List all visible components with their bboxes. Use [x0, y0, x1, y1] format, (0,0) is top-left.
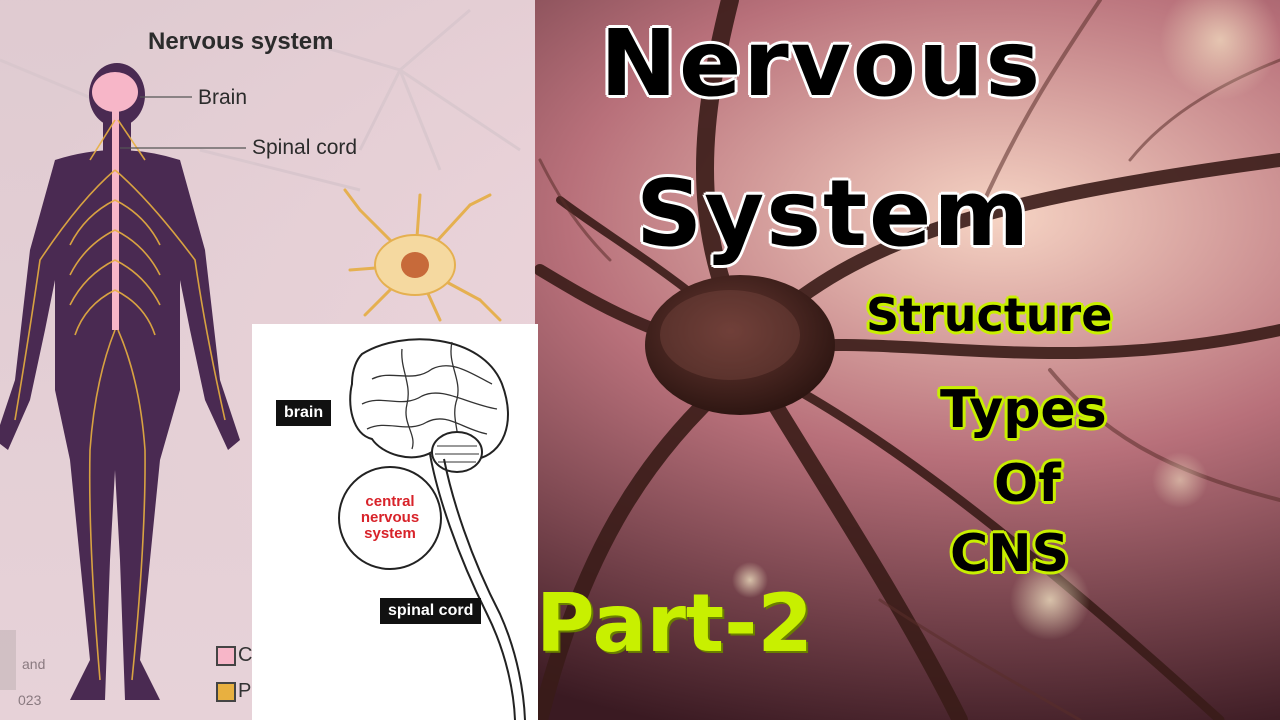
topic-types: Types: [940, 380, 1107, 440]
legend-pns-swatch: [216, 682, 236, 702]
cns-word-central: central: [365, 493, 415, 511]
title-nervous: Nervous: [600, 10, 1043, 117]
diagram-title: Nervous system: [148, 28, 334, 55]
legend-cns-swatch: [216, 646, 236, 666]
legend-cns-text: C: [238, 644, 253, 666]
neuron-illustration: [343, 188, 502, 322]
cns-circle-label: central nervous system: [338, 466, 442, 570]
watermark-text-1: and: [22, 656, 46, 672]
spinal-cord-tag: spinal cord: [380, 598, 482, 624]
cns-inset-card: brain central nervous system spinal cord: [252, 324, 538, 720]
brain-spinal-cord-sketch: [349, 338, 526, 720]
watermark-logo: [0, 630, 16, 690]
cns-word-nervous: nervous: [360, 509, 420, 527]
legend-pns-text: P: [238, 680, 252, 702]
cns-word-system: system: [364, 524, 416, 542]
topic-structure: Structure: [866, 288, 1113, 342]
topic-cns: CNS: [950, 524, 1070, 584]
part-label: Part-2: [536, 577, 814, 670]
brain-tag: brain: [276, 400, 332, 426]
title-system: System: [636, 160, 1032, 267]
topic-of: Of: [994, 454, 1061, 514]
spinal-cord-label: Spinal cord: [252, 136, 358, 159]
watermark-text-2: 023: [18, 692, 42, 708]
brain-label: Brain: [198, 86, 248, 109]
